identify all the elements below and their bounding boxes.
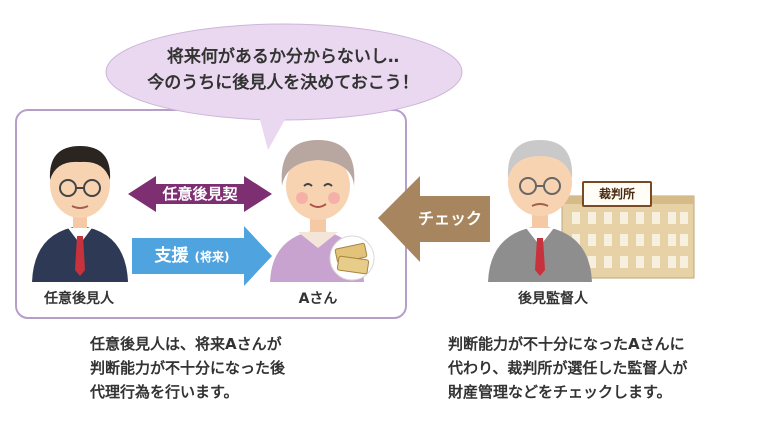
contract-arrow-label: 任意後見契約 [162, 185, 238, 223]
speech-bubble [105, 23, 463, 150]
guardian-figure [32, 146, 128, 282]
guardian-description: 任意後見人は、将来Aさんが 判断能力が不十分になった後 代理行為を行います。 [90, 335, 286, 401]
court-sign: 裁判所 [582, 181, 652, 207]
supervisor-label: 後見監督人 [518, 291, 588, 307]
money-icon [329, 235, 375, 281]
support-arrow-label: 支援 (将来) [136, 244, 248, 269]
speech-line-1: 将来何があるか分からないし‥ [166, 47, 400, 67]
person-a-label: Aさん [298, 291, 338, 307]
support-label: 支援 [154, 246, 189, 266]
contract-arrow [128, 176, 272, 212]
check-arrow-label: チェック [417, 209, 482, 228]
guardian-label: 任意後見人 [44, 291, 114, 307]
supervisor-figure [488, 140, 592, 282]
check-arrow [378, 176, 490, 262]
speech-bubble-text: 将来何があるか分からないし‥ 今のうちに後見人を決めておこう！ [128, 44, 438, 96]
supervisor-description: 判断能力が不十分になったAさんに 代わり、裁判所が選任した監督人が 財産管理など… [448, 335, 688, 401]
speech-line-2: 今のうちに後見人を決めておこう！ [147, 73, 419, 93]
support-sub-label: (将来) [194, 250, 230, 264]
support-arrow [132, 226, 272, 286]
